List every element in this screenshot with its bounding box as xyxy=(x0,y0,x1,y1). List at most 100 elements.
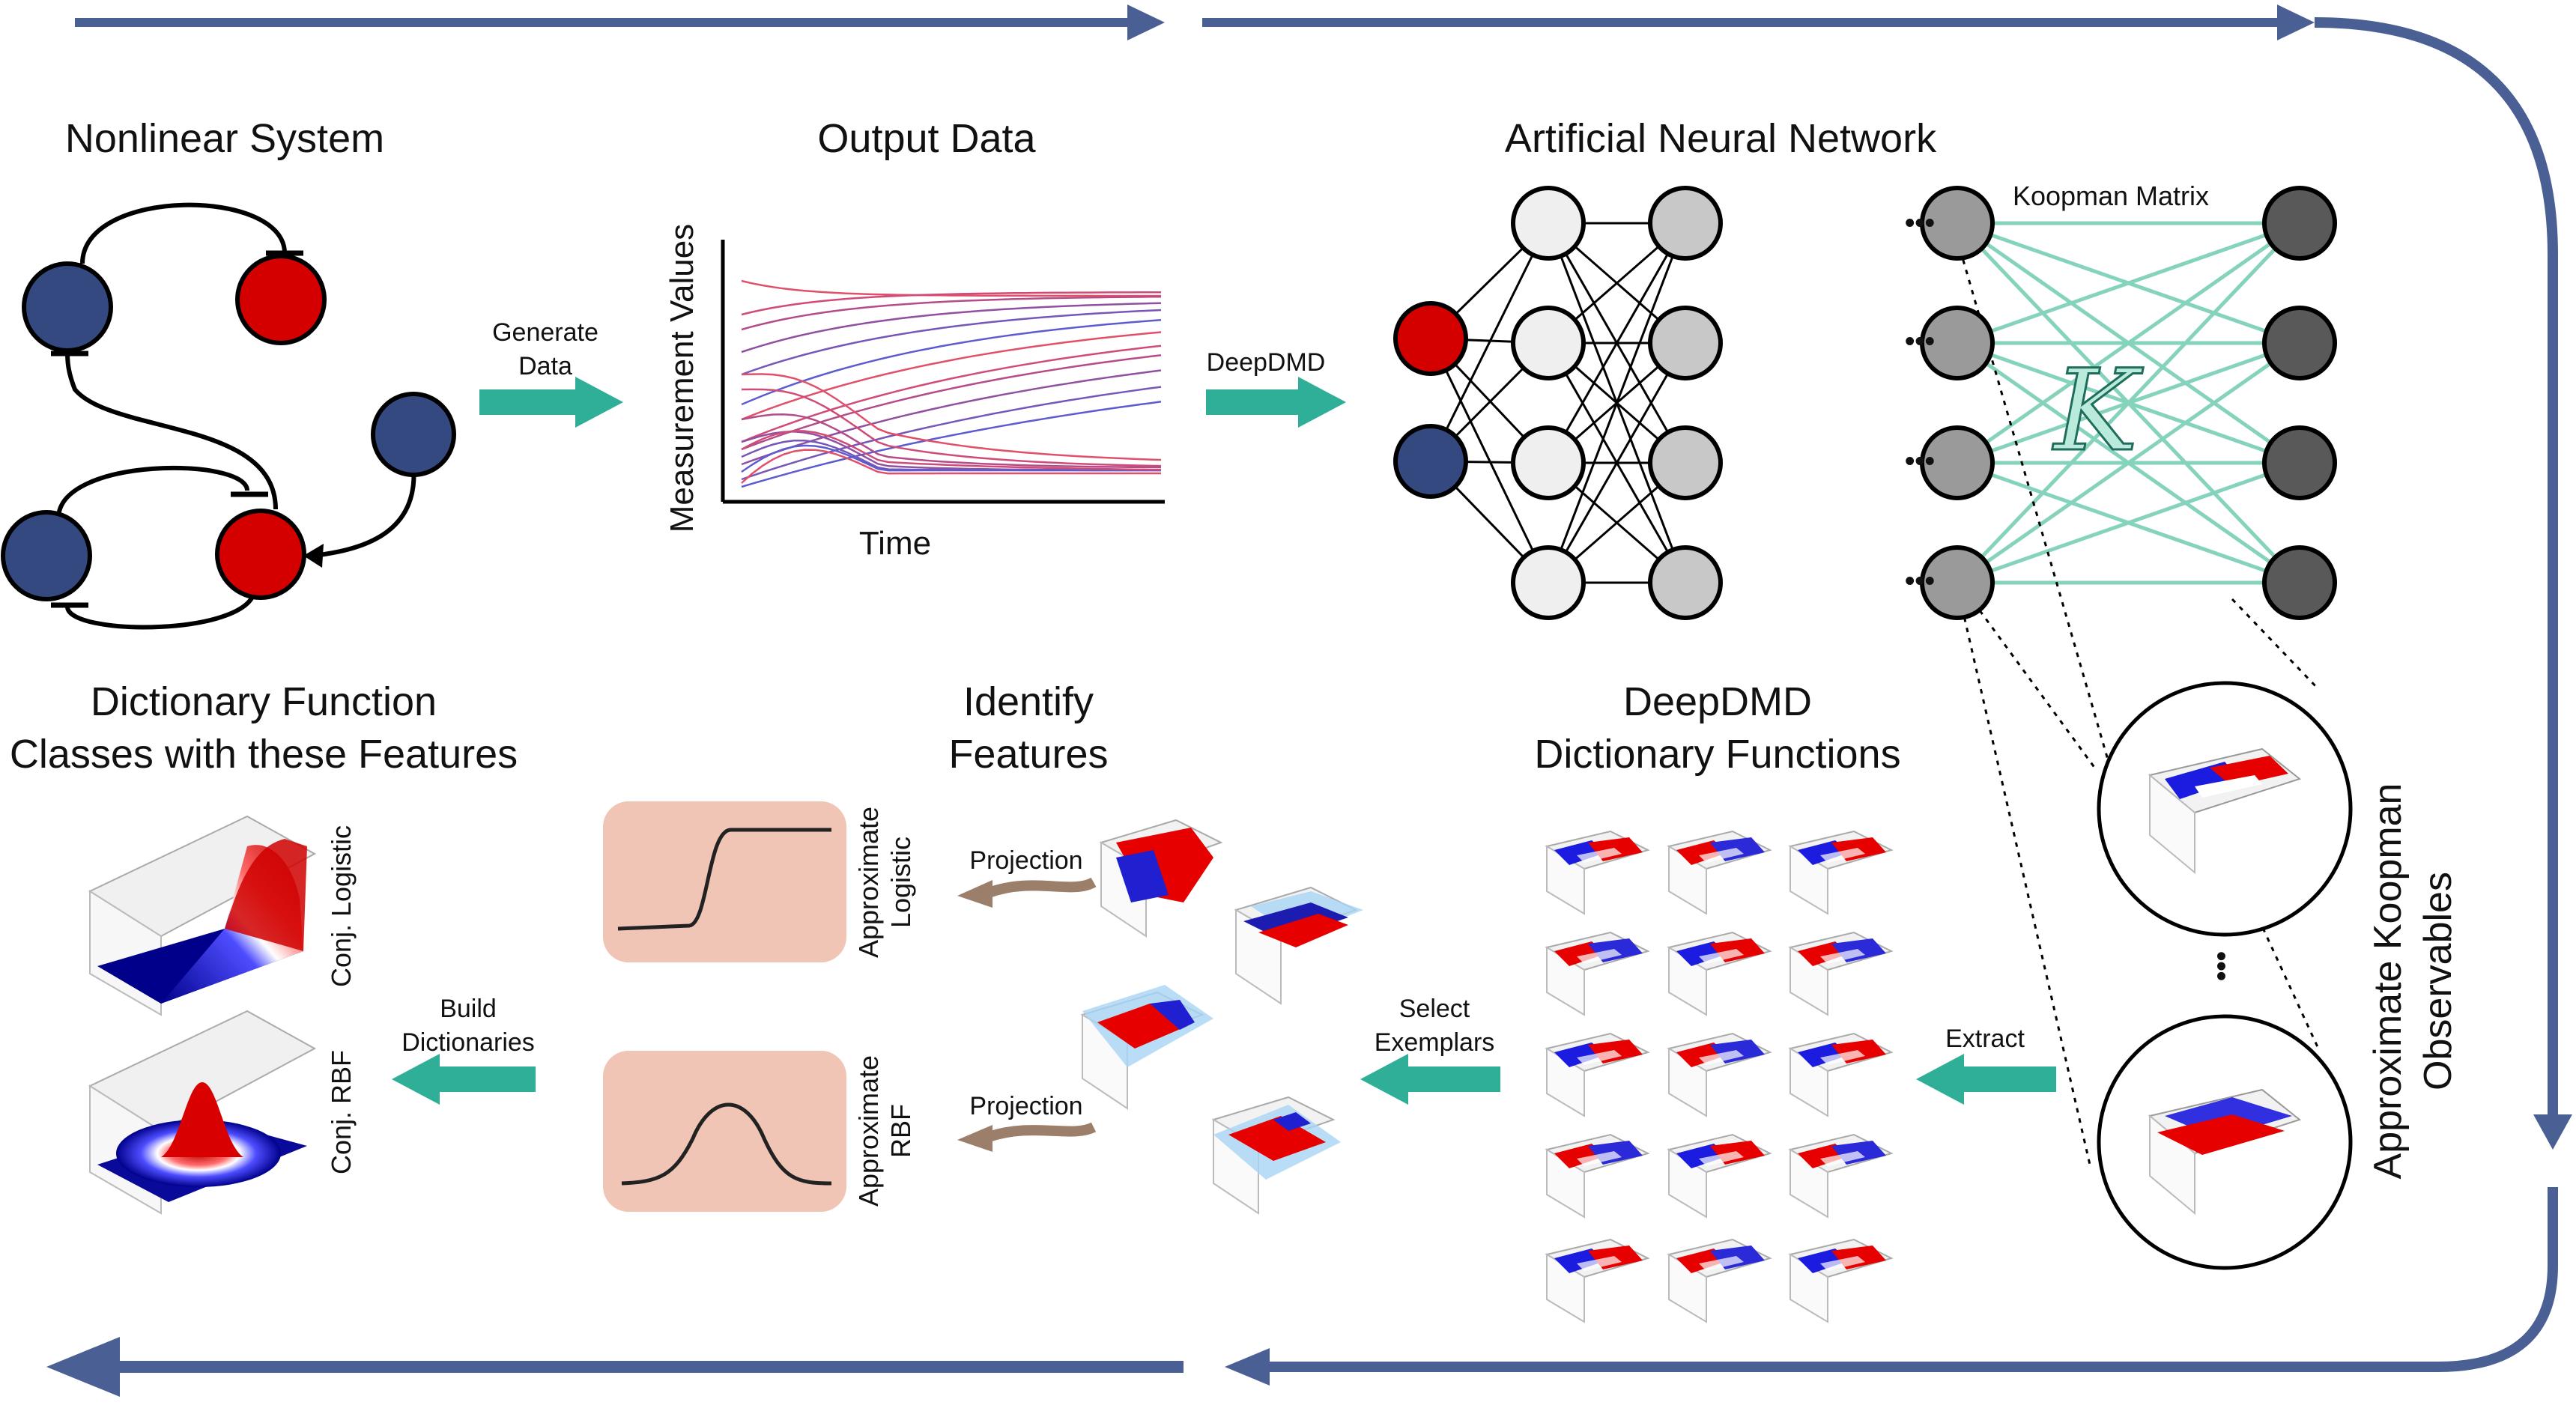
projection-arrow-bottom: Projection xyxy=(957,1092,1097,1152)
dictionary-surface-plot xyxy=(1667,830,1772,915)
trajectory-line xyxy=(741,309,1162,376)
ellipsis-row2: ••• xyxy=(1905,326,1935,357)
build-label-line1: Build xyxy=(440,995,497,1023)
dictionary-surface-plot xyxy=(1788,931,1894,1016)
activation-arrow xyxy=(303,544,324,568)
exemplar-plots xyxy=(1080,819,1363,1215)
exemplar-surface-2 xyxy=(1234,886,1363,1005)
koopman-output-node xyxy=(2262,186,2337,261)
select-label-line1: Select xyxy=(1399,995,1470,1023)
ellipsis-row1: ••• xyxy=(1905,207,1935,239)
hidden-neuron-node xyxy=(1511,425,1586,500)
hidden-neuron-node xyxy=(1648,306,1723,380)
title-nonlinear-system: Nonlinear System xyxy=(65,116,384,161)
trajectory-line xyxy=(741,413,1162,469)
koopman-edges xyxy=(1956,221,2301,585)
feature-box-rbf: Approximate RBF xyxy=(603,1051,916,1212)
ellipsis-row3: ••• xyxy=(1905,446,1935,477)
node-red xyxy=(215,509,306,600)
flow-arrow-bottom-right xyxy=(1225,1187,2558,1386)
hidden-neuron-node xyxy=(1511,186,1586,261)
flow-arrow-top-right xyxy=(1202,4,2315,40)
trajectory-line xyxy=(741,302,1162,354)
nn-edges xyxy=(1429,222,1687,584)
hidden-neuron-node xyxy=(1648,545,1723,620)
build-dictionaries-arrow: Build Dictionaries xyxy=(392,995,536,1105)
flow-arrow-right-turn xyxy=(2314,17,2572,1150)
inhibition-edge xyxy=(65,351,278,510)
node-blue xyxy=(371,392,456,477)
select-exemplars-arrow: Select Exemplars xyxy=(1360,995,1500,1105)
observable-neuron-node xyxy=(1920,425,1995,500)
hidden-neuron-node xyxy=(1648,425,1723,500)
trajectory-line xyxy=(741,354,1162,451)
input-neuron-node xyxy=(1393,424,1468,499)
trajectory-line xyxy=(741,291,1162,316)
build-label-line2: Dictionaries xyxy=(401,1028,535,1057)
plot-ylabel: Measurement Values xyxy=(664,224,700,533)
node-blue xyxy=(1,510,92,601)
generate-label-line1: Generate xyxy=(492,318,598,347)
inhibition-edge xyxy=(80,202,287,264)
neural-network: ••• ••• ••• ••• Koopman Matrix K xyxy=(1393,180,2337,1165)
title-identify-line1: Identify xyxy=(963,679,1094,724)
title-classes-line1: Dictionary Function xyxy=(91,679,437,724)
dictionary-surface-plot xyxy=(1667,1032,1772,1117)
dictionary-surface-plot xyxy=(1545,1133,1650,1219)
dictionary-surface-plot xyxy=(1545,931,1650,1016)
exemplar-surface-1 xyxy=(1099,819,1223,938)
deepdmd-arrow-label: DeepDMD xyxy=(1207,348,1326,377)
title-deepdmd-dict-line2: Dictionary Functions xyxy=(1534,732,1900,777)
conj-logistic-label: Conj. Logistic xyxy=(326,825,357,987)
nn-nodes xyxy=(1393,186,2337,620)
projection-label-bottom: Projection xyxy=(969,1092,1082,1120)
trajectory-line xyxy=(741,444,1161,473)
conj-logistic-plot: Conj. Logistic xyxy=(88,815,357,1016)
koopman-k-symbol: K xyxy=(2052,346,2144,476)
generate-label-line2: Data xyxy=(518,352,572,380)
observable-neuron-node xyxy=(1920,545,1995,620)
flow-arrow-top-left xyxy=(75,4,1165,40)
trajectory-line xyxy=(741,388,1162,467)
select-label-line2: Exemplars xyxy=(1375,1028,1495,1057)
inhibition-edge xyxy=(56,465,249,519)
trajectory-line xyxy=(741,279,1161,297)
conj-rbf-label: Conj. RBF xyxy=(326,1050,357,1174)
trajectory-line xyxy=(741,295,1162,331)
exemplar-surface-4 xyxy=(1211,1096,1341,1215)
magnifier-line xyxy=(1954,576,2099,772)
trajectory-line xyxy=(741,319,1162,406)
dictionary-surface-plot xyxy=(1788,830,1894,915)
exemplar-surface-3 xyxy=(1080,985,1213,1110)
rbf-label-line1: Approximate xyxy=(853,1055,884,1207)
feature-box-logistic: Approximate Logistic xyxy=(603,801,916,962)
dictionary-surface-plot xyxy=(1545,1238,1650,1323)
hidden-neuron-node xyxy=(1511,306,1586,380)
title-identify-line2: Features xyxy=(948,732,1108,777)
dictionary-surface-plot xyxy=(1545,1032,1650,1117)
hidden-neuron-node xyxy=(1648,186,1723,261)
trajectory-line xyxy=(741,386,1162,481)
output-data-plot: Measurement Values Time xyxy=(664,224,1165,562)
trajectory-line xyxy=(741,449,1161,484)
magnifier-line xyxy=(1956,239,2114,776)
conj-rbf-plot: Conj. RBF xyxy=(88,1010,357,1215)
extract-arrow: Extract xyxy=(1916,1025,2056,1105)
dictionary-surface-plot xyxy=(1667,1133,1772,1219)
dictionary-surface-plot xyxy=(1545,830,1650,915)
dictionary-surface-plot xyxy=(1667,1238,1772,1323)
rbf-label-line2: RBF xyxy=(885,1104,916,1158)
koopman-matrix-label: Koopman Matrix xyxy=(2013,180,2209,211)
observable-neuron-node xyxy=(1920,306,1995,380)
inhibition-edge xyxy=(65,587,257,630)
observable-circle-bottom xyxy=(2097,1014,2353,1270)
plot-xlabel: Time xyxy=(859,525,931,562)
koopman-output-node xyxy=(2262,425,2337,500)
dictionary-surface-plot xyxy=(1788,1238,1894,1323)
generate-data-arrow: Generate Data xyxy=(479,318,623,428)
dictionary-surface-plot xyxy=(1788,1032,1894,1117)
koopman-output-node xyxy=(2262,545,2337,620)
trajectory-line xyxy=(741,345,1162,443)
dictionary-function-grid xyxy=(1545,830,1894,1323)
